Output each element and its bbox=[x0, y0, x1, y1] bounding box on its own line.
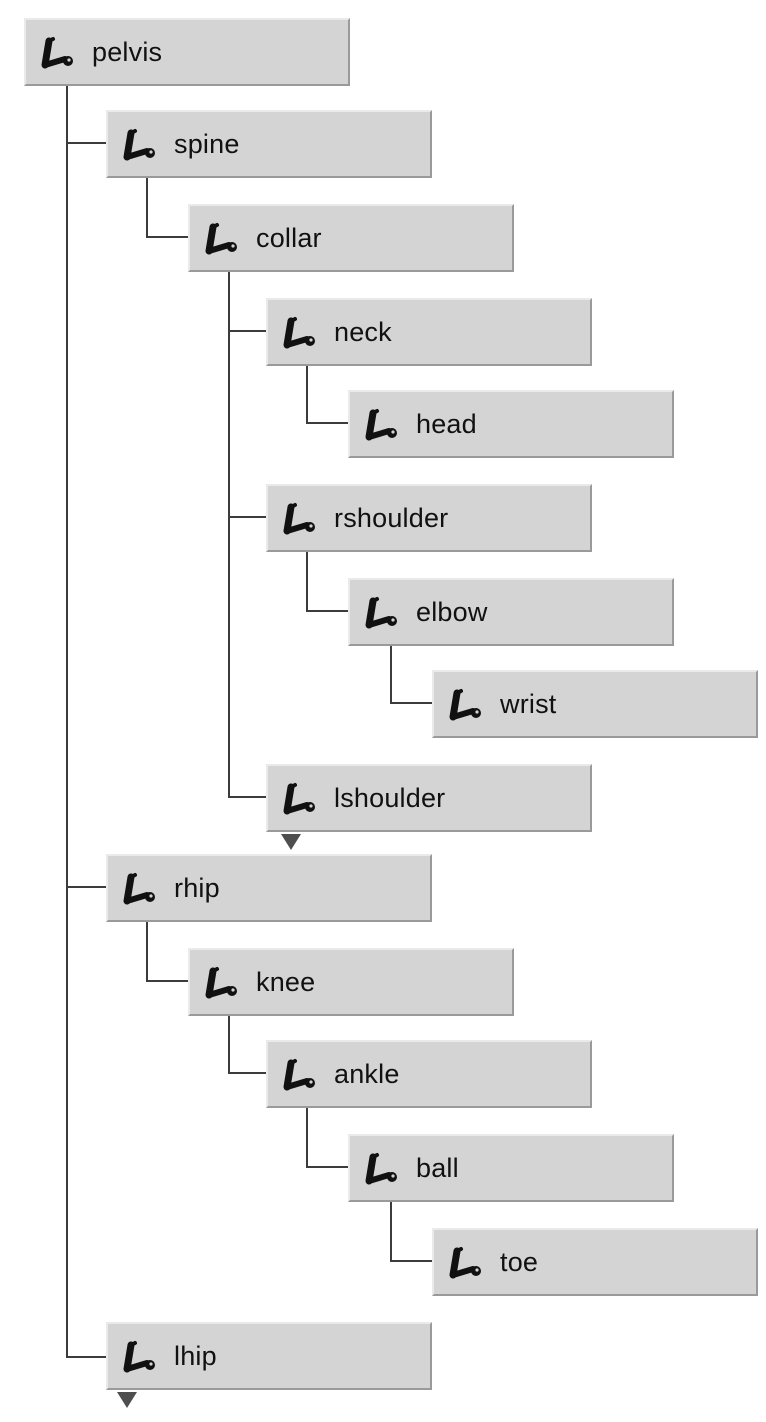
joint-icon bbox=[200, 216, 244, 260]
joint-icon bbox=[36, 30, 80, 74]
joint-icon bbox=[200, 960, 244, 1004]
joint-label: toe bbox=[500, 1246, 539, 1277]
joint-node-toe[interactable]: toe bbox=[432, 1228, 758, 1296]
expand-arrow-lhip[interactable] bbox=[117, 1392, 137, 1408]
connector-line bbox=[66, 886, 106, 888]
connector-line bbox=[390, 1260, 432, 1262]
joint-node-spine[interactable]: spine bbox=[106, 110, 432, 178]
joint-node-ankle[interactable]: ankle bbox=[266, 1040, 592, 1108]
joint-label: ball bbox=[416, 1152, 459, 1183]
joint-label: elbow bbox=[416, 596, 488, 627]
connector-line bbox=[306, 1108, 308, 1168]
joint-icon bbox=[444, 682, 488, 726]
connector-line bbox=[228, 516, 266, 518]
connector-line bbox=[390, 1202, 392, 1262]
joint-icon bbox=[278, 776, 322, 820]
joint-label: pelvis bbox=[92, 36, 163, 67]
joint-node-rshoulder[interactable]: rshoulder bbox=[266, 484, 592, 552]
connector-line bbox=[390, 646, 392, 704]
connector-line bbox=[306, 366, 308, 424]
joint-label: lhip bbox=[174, 1340, 217, 1371]
joint-label: wrist bbox=[500, 688, 557, 719]
connector-line bbox=[146, 178, 148, 238]
joint-node-ball[interactable]: ball bbox=[348, 1134, 674, 1202]
joint-icon bbox=[118, 1334, 162, 1378]
joint-node-lhip[interactable]: lhip bbox=[106, 1322, 432, 1390]
connector-line bbox=[146, 236, 188, 238]
joint-label: knee bbox=[256, 966, 316, 997]
joint-label: spine bbox=[174, 128, 240, 159]
connector-line bbox=[306, 610, 348, 612]
connector-line bbox=[66, 142, 106, 144]
connector-line bbox=[390, 702, 432, 704]
connector-line bbox=[306, 552, 308, 612]
connector-line bbox=[306, 422, 348, 424]
joint-label: lshoulder bbox=[334, 782, 446, 813]
connector-line bbox=[228, 272, 230, 798]
joint-node-knee[interactable]: knee bbox=[188, 948, 514, 1016]
connector-line bbox=[66, 1356, 106, 1358]
joint-node-pelvis[interactable]: pelvis bbox=[24, 18, 350, 86]
joint-node-collar[interactable]: collar bbox=[188, 204, 514, 272]
joint-icon bbox=[360, 402, 404, 446]
joint-label: rhip bbox=[174, 872, 220, 903]
joint-label: collar bbox=[256, 222, 322, 253]
joint-icon bbox=[278, 496, 322, 540]
connector-line bbox=[146, 922, 148, 982]
joint-icon bbox=[444, 1240, 488, 1284]
joint-icon bbox=[360, 1146, 404, 1190]
joint-icon bbox=[278, 310, 322, 354]
joint-icon bbox=[118, 122, 162, 166]
connector-line bbox=[228, 330, 266, 332]
connector-line bbox=[66, 86, 68, 1358]
connector-line bbox=[228, 1072, 266, 1074]
joint-node-rhip[interactable]: rhip bbox=[106, 854, 432, 922]
expand-arrow-lshoulder[interactable] bbox=[281, 834, 301, 850]
joint-icon bbox=[118, 866, 162, 910]
joint-node-head[interactable]: head bbox=[348, 390, 674, 458]
joint-label: ankle bbox=[334, 1058, 400, 1089]
joint-node-lshoulder[interactable]: lshoulder bbox=[266, 764, 592, 832]
joint-icon bbox=[360, 590, 404, 634]
joint-label: neck bbox=[334, 316, 392, 347]
joint-node-elbow[interactable]: elbow bbox=[348, 578, 674, 646]
joint-label: rshoulder bbox=[334, 502, 449, 533]
connector-line bbox=[228, 796, 266, 798]
joint-icon bbox=[278, 1052, 322, 1096]
connector-line bbox=[146, 980, 188, 982]
connector-line bbox=[306, 1166, 348, 1168]
joint-node-wrist[interactable]: wrist bbox=[432, 670, 758, 738]
connector-line bbox=[228, 1016, 230, 1074]
joint-label: head bbox=[416, 408, 477, 439]
joint-node-neck[interactable]: neck bbox=[266, 298, 592, 366]
